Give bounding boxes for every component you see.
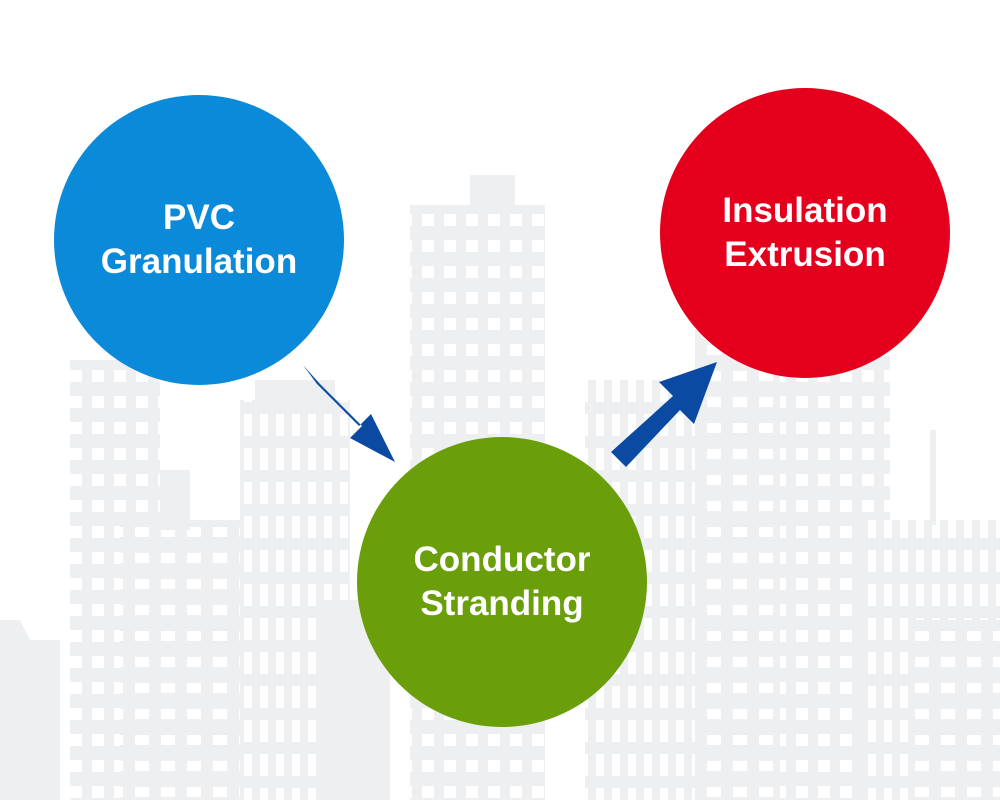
arrow-down-right-icon <box>303 365 395 462</box>
pvc-node-line-2: Granulation <box>100 242 298 281</box>
insulation-node-line-2: Extrusion <box>724 235 886 274</box>
pvc-node-line-1: PVC <box>163 198 235 237</box>
conductor-stranding-node: Conductor Stranding <box>357 437 647 727</box>
insulation-extrusion-node: Insulation Extrusion <box>660 88 950 378</box>
building-group <box>0 175 1000 800</box>
stranding-node-line-2: Stranding <box>420 584 584 623</box>
pvc-granulation-node: PVC Granulation <box>54 95 344 385</box>
insulation-node-line-1: Insulation <box>722 191 888 230</box>
stranding-node-line-1: Conductor <box>413 540 591 579</box>
arrow-up-right-icon <box>611 362 717 467</box>
